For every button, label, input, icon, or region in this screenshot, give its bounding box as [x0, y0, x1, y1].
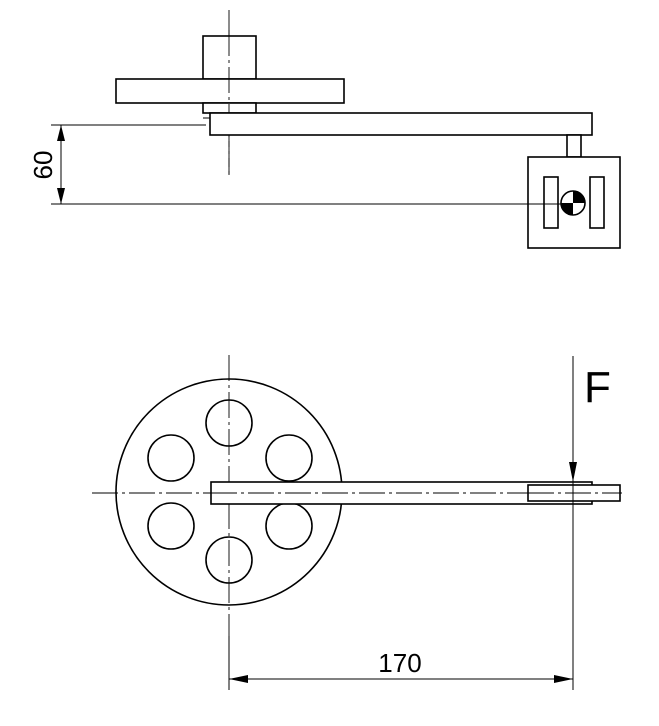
weight-slot-right: [589, 176, 605, 229]
dimension-60: 60: [28, 124, 570, 205]
pin: [566, 134, 582, 158]
dimension-170-label: 170: [378, 648, 421, 678]
disc-hole-top: [205, 399, 253, 447]
side-view: 60: [28, 10, 621, 249]
disc-hole-lower-left: [147, 502, 195, 550]
weight-slot-left: [543, 176, 559, 229]
arm-side: [209, 112, 593, 136]
hub: [202, 102, 257, 114]
plan-view: F 170: [92, 355, 622, 690]
shaft-boss: [202, 35, 257, 80]
force-label: F: [584, 363, 611, 412]
disc-hole-bottom: [205, 536, 253, 584]
force-arrow: [569, 356, 577, 690]
disc-edge: [115, 78, 345, 104]
disc-hole-upper-left: [147, 434, 195, 482]
dimension-60-label: 60: [28, 151, 58, 180]
disc-hole-upper-right: [265, 434, 313, 482]
disc-hole-lower-right: [265, 502, 313, 550]
center-of-gravity-icon: [560, 190, 586, 216]
dimension-170: 170: [228, 636, 573, 690]
